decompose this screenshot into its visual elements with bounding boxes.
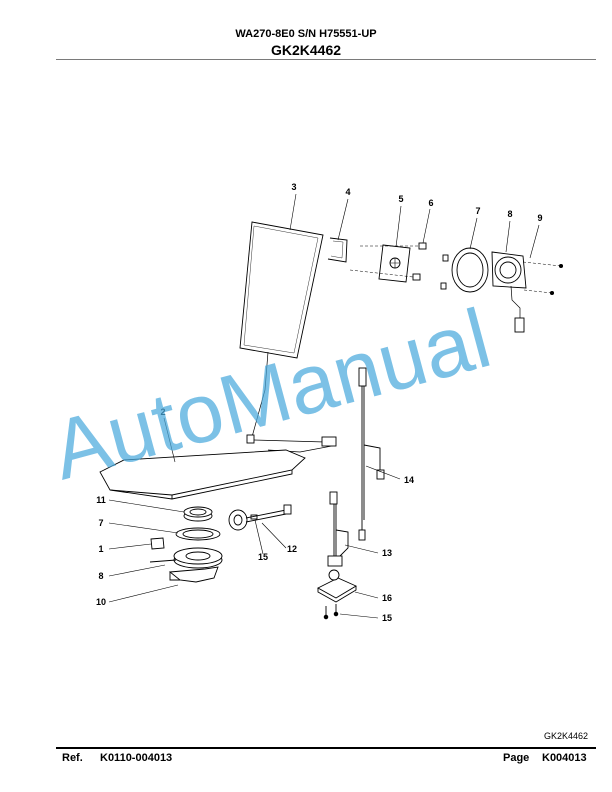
panel-part (239, 221, 337, 453)
pad-part (99, 449, 306, 500)
ref-label: Ref. (62, 752, 83, 764)
callout-3: 3 (291, 182, 296, 192)
callout-14: 14 (404, 475, 414, 485)
header-divider (56, 59, 596, 60)
screw-parts (522, 261, 564, 296)
footer-divider (56, 747, 596, 749)
ring-part (440, 247, 489, 293)
callout-10: 10 (96, 597, 106, 607)
callout-11: 11 (96, 495, 106, 505)
ref-value: K0110-004013 (100, 752, 173, 764)
callout-7: 7 (475, 206, 480, 216)
switch-housing-part (491, 251, 527, 333)
callout-2: 2 (160, 407, 165, 417)
callout-9: 9 (537, 213, 542, 223)
callout-8-lower: 8 (98, 571, 103, 581)
callout-15: 15 (258, 552, 268, 562)
callout-4: 4 (345, 187, 350, 197)
harness-part-lower (327, 491, 349, 567)
bracket-part (327, 237, 348, 263)
callout-6: 6 (428, 198, 433, 208)
nut-parts (349, 242, 427, 281)
callout-8: 8 (507, 209, 512, 219)
nut-large-part (183, 506, 213, 522)
callout-7-lower: 7 (98, 518, 103, 528)
connector-part (378, 244, 411, 283)
leader-lines (108, 193, 540, 619)
page-label: Page (503, 752, 530, 764)
switch-lower-part (149, 547, 223, 569)
base-bracket-part (168, 566, 219, 583)
block-part (150, 537, 165, 550)
document-part-code: GK2K4462 (270, 42, 342, 58)
base-plate-part (317, 569, 357, 603)
page-value: K004013 (542, 752, 587, 764)
callout-15-lower: 15 (382, 613, 392, 623)
harness-part (358, 367, 385, 541)
callout-13: 13 (382, 548, 392, 558)
callout-5: 5 (398, 194, 403, 204)
callout-1: 1 (98, 544, 103, 554)
callout-numbers: 3 4 5 6 7 8 9 2 14 11 7 1 8 10 15 12 13 … (96, 182, 543, 623)
callout-12: 12 (287, 544, 297, 554)
ring-lower-part (175, 527, 221, 541)
callout-16: 16 (382, 593, 392, 603)
sensor-part (228, 504, 292, 531)
document-model-title: WA270-8E0 S/N H75551-UP (235, 28, 377, 40)
figure-code: GK2K4462 (543, 731, 588, 741)
screw-lower-parts (323, 604, 339, 620)
